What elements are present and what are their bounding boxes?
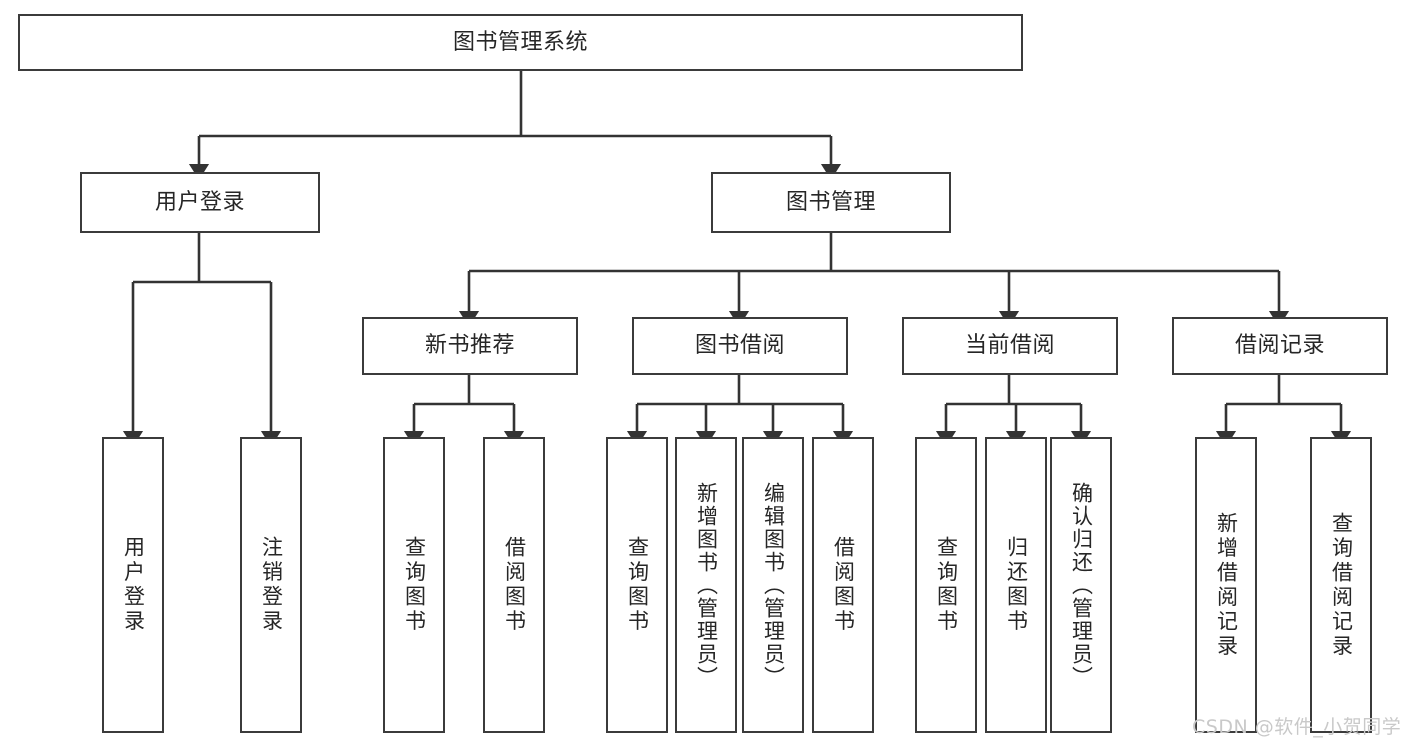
node-label: 注销登录 bbox=[259, 536, 284, 634]
node-leaf-query-book-3[interactable]: 查询图书 bbox=[915, 437, 977, 733]
node-leaf-query-record[interactable]: 查询借阅记录 bbox=[1310, 437, 1372, 733]
node-label: 图书管理系统 bbox=[452, 29, 588, 55]
node-label: 编辑图书（管理员） bbox=[761, 481, 786, 689]
node-label: 借阅记录 bbox=[1234, 333, 1325, 359]
node-label: 新增借阅记录 bbox=[1214, 511, 1239, 659]
node-leaf-logout[interactable]: 注销登录 bbox=[240, 437, 302, 733]
node-label: 图书管理 bbox=[785, 189, 876, 215]
node-label: 查询图书 bbox=[402, 536, 427, 634]
node-leaf-borrow-book-1[interactable]: 借阅图书 bbox=[483, 437, 545, 733]
node-book-borrow[interactable]: 图书借阅 bbox=[632, 317, 848, 375]
node-leaf-query-book-2[interactable]: 查询图书 bbox=[606, 437, 668, 733]
node-label: 借阅图书 bbox=[831, 536, 856, 634]
node-borrow-record[interactable]: 借阅记录 bbox=[1172, 317, 1388, 375]
node-leaf-add-book[interactable]: 新增图书（管理员） bbox=[675, 437, 737, 733]
node-label: 新增图书（管理员） bbox=[694, 481, 719, 689]
node-label: 当前借阅 bbox=[964, 333, 1055, 359]
node-label: 用户登录 bbox=[154, 189, 245, 215]
node-leaf-borrow-book-2[interactable]: 借阅图书 bbox=[812, 437, 874, 733]
node-leaf-confirm-return[interactable]: 确认归还（管理员） bbox=[1050, 437, 1112, 733]
node-label: 查询借阅记录 bbox=[1329, 511, 1354, 659]
node-leaf-add-record[interactable]: 新增借阅记录 bbox=[1195, 437, 1257, 733]
node-label: 图书借阅 bbox=[694, 333, 785, 359]
node-label: 确认归还（管理员） bbox=[1069, 481, 1094, 689]
node-label: 借阅图书 bbox=[502, 536, 527, 634]
node-book-management-system[interactable]: 图书管理系统 bbox=[18, 14, 1023, 71]
node-label: 查询图书 bbox=[934, 536, 959, 634]
node-leaf-edit-book[interactable]: 编辑图书（管理员） bbox=[742, 437, 804, 733]
node-label: 查询图书 bbox=[625, 536, 650, 634]
node-leaf-query-book-1[interactable]: 查询图书 bbox=[383, 437, 445, 733]
csdn-watermark: CSDN @软件_小贺同学 bbox=[1192, 716, 1402, 738]
node-new-book-recommend[interactable]: 新书推荐 bbox=[362, 317, 578, 375]
node-leaf-user-login[interactable]: 用户登录 bbox=[102, 437, 164, 733]
node-label: 用户登录 bbox=[121, 536, 146, 634]
node-label: 归还图书 bbox=[1004, 536, 1029, 634]
node-current-borrow[interactable]: 当前借阅 bbox=[902, 317, 1118, 375]
node-book-management[interactable]: 图书管理 bbox=[711, 172, 951, 233]
node-label: 新书推荐 bbox=[424, 333, 515, 359]
node-user-login[interactable]: 用户登录 bbox=[80, 172, 320, 233]
node-leaf-return-book[interactable]: 归还图书 bbox=[985, 437, 1047, 733]
